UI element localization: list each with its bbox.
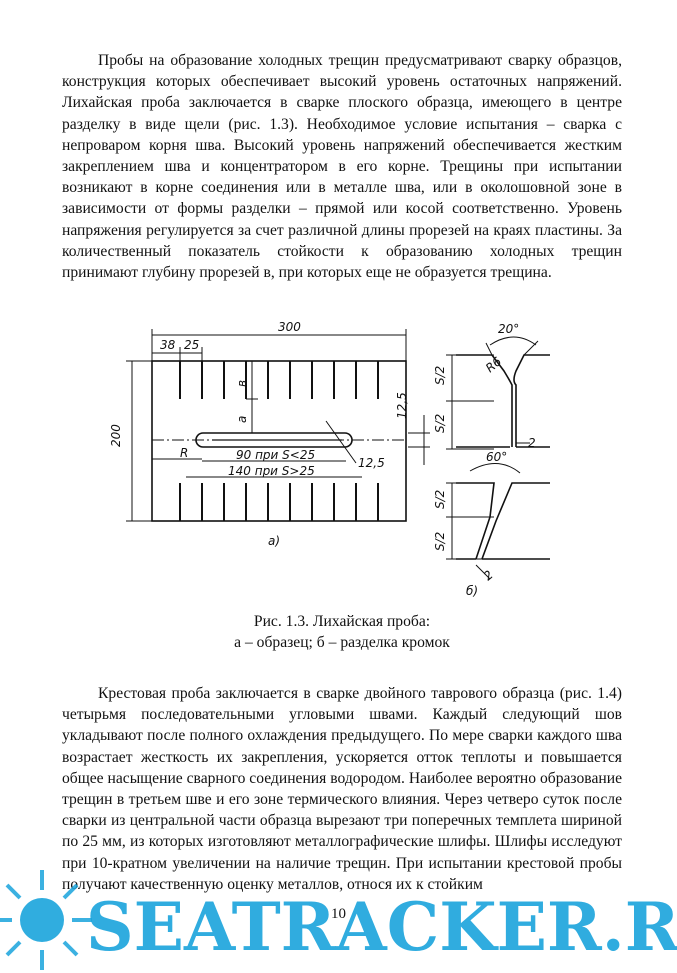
- s2-label-1: S/2: [433, 366, 447, 385]
- paragraph-2: Крестовая проба заключается в сварке дво…: [62, 685, 622, 893]
- s2-label-4: S/2: [433, 532, 447, 551]
- dim-a: а: [235, 416, 249, 423]
- dim-25: 25: [184, 338, 199, 352]
- dim-v: в: [235, 380, 249, 387]
- dim-12-5-radius: 12,5: [358, 456, 385, 470]
- watermark-text: SEATRACKER.RU: [86, 888, 677, 966]
- dim-300: 300: [278, 320, 301, 334]
- caption-line-2: а – образец; б – разделка кромок: [234, 634, 450, 651]
- label-a: а): [268, 534, 280, 548]
- angle-60: 60°: [486, 450, 507, 464]
- paragraph-1: Пробы на образование холодных трещин пре…: [62, 52, 622, 282]
- s2-label-2: S/2: [433, 414, 447, 433]
- dim-12-5-width: 12,5: [395, 392, 409, 419]
- dim-R: R: [180, 446, 188, 460]
- figure-lehigh-test: 300 38 25 200 в а R 90 при S<25 140 при …: [110, 320, 550, 598]
- dim-38: 38: [160, 338, 176, 352]
- caption-line-1: Рис. 1.3. Лихайская проба:: [253, 613, 431, 630]
- gap-2-b: 2: [481, 568, 496, 584]
- gap-2-a: 2: [528, 436, 536, 450]
- label-b: б): [466, 584, 478, 598]
- dim-140: 140 при S>25: [228, 464, 315, 478]
- radius-R6: R6: [483, 354, 505, 375]
- angle-20: 20°: [498, 322, 519, 336]
- plate-outline: [151, 360, 407, 522]
- figure-caption: Рис. 1.3. Лихайская проба: а – образец; …: [62, 611, 622, 653]
- s2-label-3: S/2: [433, 490, 447, 509]
- page-number: 10: [331, 906, 346, 922]
- dim-200: 200: [110, 424, 123, 447]
- dim-90: 90 при S<25: [236, 448, 315, 462]
- sun-logo-icon: [0, 870, 92, 970]
- watermark: SEATRACKER.RU: [0, 870, 677, 970]
